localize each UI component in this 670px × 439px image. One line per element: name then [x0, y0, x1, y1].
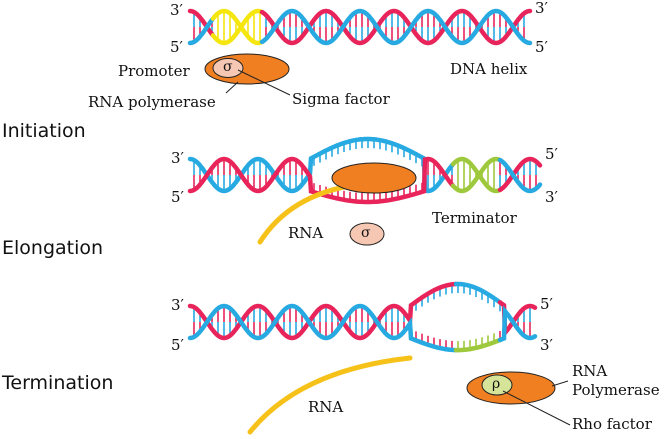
helix-termination-strand-top — [453, 281, 503, 305]
helix-initiation-strand-bottom — [187, 16, 216, 46]
sigma-factor-pointer — [237, 69, 291, 96]
sigma-symbol-released: σ — [361, 225, 371, 241]
rna-polymerase-label: RNA polymerase — [88, 93, 216, 111]
panel2-right-bottom-end: 3′ — [545, 188, 558, 206]
helix-initiation-strand-top — [187, 8, 216, 38]
rna-polymerase-pointer — [225, 81, 239, 94]
panel3-right-top-end: 5′ — [540, 295, 553, 313]
rho-factor-label: Rho factor — [572, 415, 652, 433]
panel2-left-bottom-end: 5′ — [171, 188, 184, 206]
rho-symbol: ρ — [492, 376, 501, 392]
helix-elongation-strand-top — [450, 156, 503, 194]
panel2-left-top-end: 3′ — [171, 149, 184, 167]
panel3-left-top-end: 3′ — [171, 296, 184, 314]
dna-helix-label: DNA helix — [450, 60, 528, 78]
panel1-right-bottom-end: 5′ — [535, 38, 548, 56]
helix-termination-strand-bottom — [497, 305, 538, 343]
helix-termination-strand-bottom — [187, 303, 459, 353]
rna-polymerase-label-line1: RNA — [572, 362, 608, 380]
sigma-factor-label: Sigma factor — [292, 90, 390, 108]
stage-termination: Termination — [2, 372, 114, 394]
sigma-symbol-initiation: σ — [223, 59, 233, 75]
helix-initiation-strand-bottom — [259, 8, 533, 46]
helix-initiation-strand-top — [259, 8, 533, 46]
rna-polymerase-elongation — [331, 162, 417, 194]
helix-elongation-strand-bottom — [450, 156, 503, 194]
rho-factor — [481, 374, 513, 396]
sigma-factor-released — [349, 222, 385, 246]
helix-initiation-strand-bottom — [210, 8, 265, 46]
helix-elongation-strand-top — [187, 136, 456, 194]
panel1-left-top-end: 3′ — [170, 1, 183, 19]
helix-termination-strand-top — [187, 281, 459, 341]
panel3-left-bottom-end: 5′ — [171, 336, 184, 354]
polymerase-pointer — [551, 380, 569, 387]
terminator-label: Terminator — [432, 209, 517, 227]
stage-elongation: Elongation — [2, 237, 104, 259]
promoter-label: Promoter — [118, 62, 190, 80]
rna-label-elongation: RNA — [288, 224, 324, 242]
stage-initiation: Initiation — [2, 120, 86, 142]
panel1-left-bottom-end: 5′ — [170, 38, 183, 56]
rho-factor-pointer — [502, 390, 571, 426]
panel3-right-bottom-end: 3′ — [540, 336, 553, 354]
helix-elongation-strand-bottom — [497, 157, 543, 194]
dna-helices — [187, 8, 543, 353]
rna-polymerase-label-line2: Polymerase — [572, 381, 660, 399]
rna-label-termination: RNA — [308, 398, 344, 416]
helix-termination-strand-bottom — [453, 337, 503, 353]
rna-transcript-released — [247, 355, 413, 435]
panel1-right-top-end: 3′ — [535, 0, 548, 17]
sigma-factor-initiation — [212, 58, 244, 78]
panel2-right-top-end: 5′ — [545, 145, 558, 163]
helix-elongation-strand-top — [497, 156, 543, 193]
helix-initiation-strand-top — [210, 8, 265, 46]
